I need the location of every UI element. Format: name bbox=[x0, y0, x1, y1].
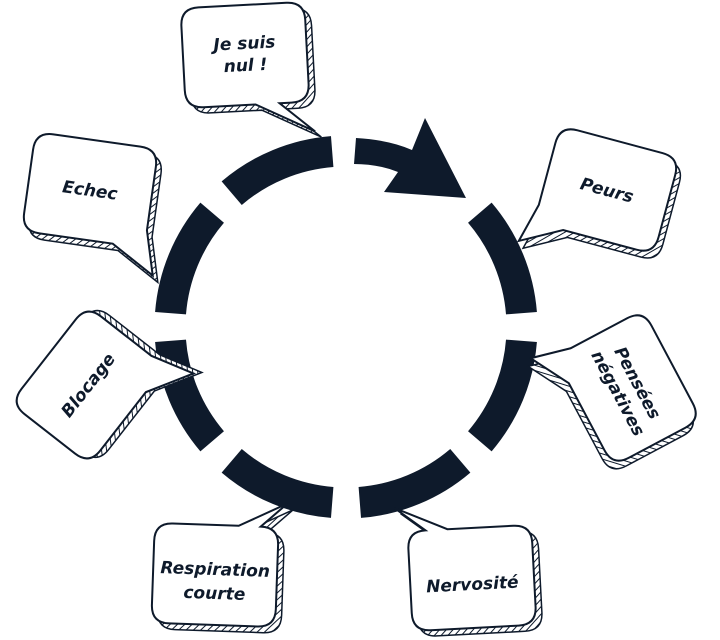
ring-segment bbox=[358, 448, 471, 518]
speech-bubble-outline bbox=[516, 128, 678, 252]
bubble-peurs: Peurs bbox=[516, 128, 682, 259]
svg-text:Je suisnul !: Je suisnul ! bbox=[210, 32, 277, 77]
cycle-arrow bbox=[354, 118, 466, 198]
bubble-pensees-negatives: Penséesnégatives bbox=[526, 314, 697, 470]
bubble-je-suis-nul: Je suisnul ! bbox=[180, 1, 322, 138]
bubble-text: nul ! bbox=[223, 55, 268, 77]
bubble-text: Je suis bbox=[210, 32, 276, 55]
speech-bubble-outline bbox=[22, 133, 158, 278]
svg-text:Nervosité: Nervosité bbox=[426, 573, 520, 598]
bubble-blocage: Blocage bbox=[15, 309, 204, 460]
ring-segment bbox=[221, 448, 334, 518]
bubble-nervosite: Nervosité bbox=[393, 507, 543, 637]
bubble-respiration-courte: Respirationcourte bbox=[150, 502, 294, 634]
ring-segment bbox=[155, 339, 225, 452]
speech-bubble-outline bbox=[150, 502, 289, 628]
ring-segment bbox=[467, 202, 537, 315]
bubble-echec: Echec bbox=[22, 133, 163, 285]
ring-segment bbox=[155, 202, 225, 315]
speech-bubble-outline bbox=[15, 310, 197, 460]
cycle-ring bbox=[155, 136, 537, 518]
ring-segment bbox=[467, 339, 537, 452]
speech-bubble-outline bbox=[393, 507, 537, 632]
bubble-text: Nervosité bbox=[426, 573, 520, 598]
bubble-text: Respiration bbox=[160, 558, 270, 582]
svg-text:Respirationcourte: Respirationcourte bbox=[159, 558, 270, 606]
ring-segment bbox=[221, 136, 334, 206]
speech-bubble-outline bbox=[528, 314, 697, 462]
bubble-text: courte bbox=[183, 583, 246, 605]
speech-bubble-outline bbox=[180, 1, 316, 133]
